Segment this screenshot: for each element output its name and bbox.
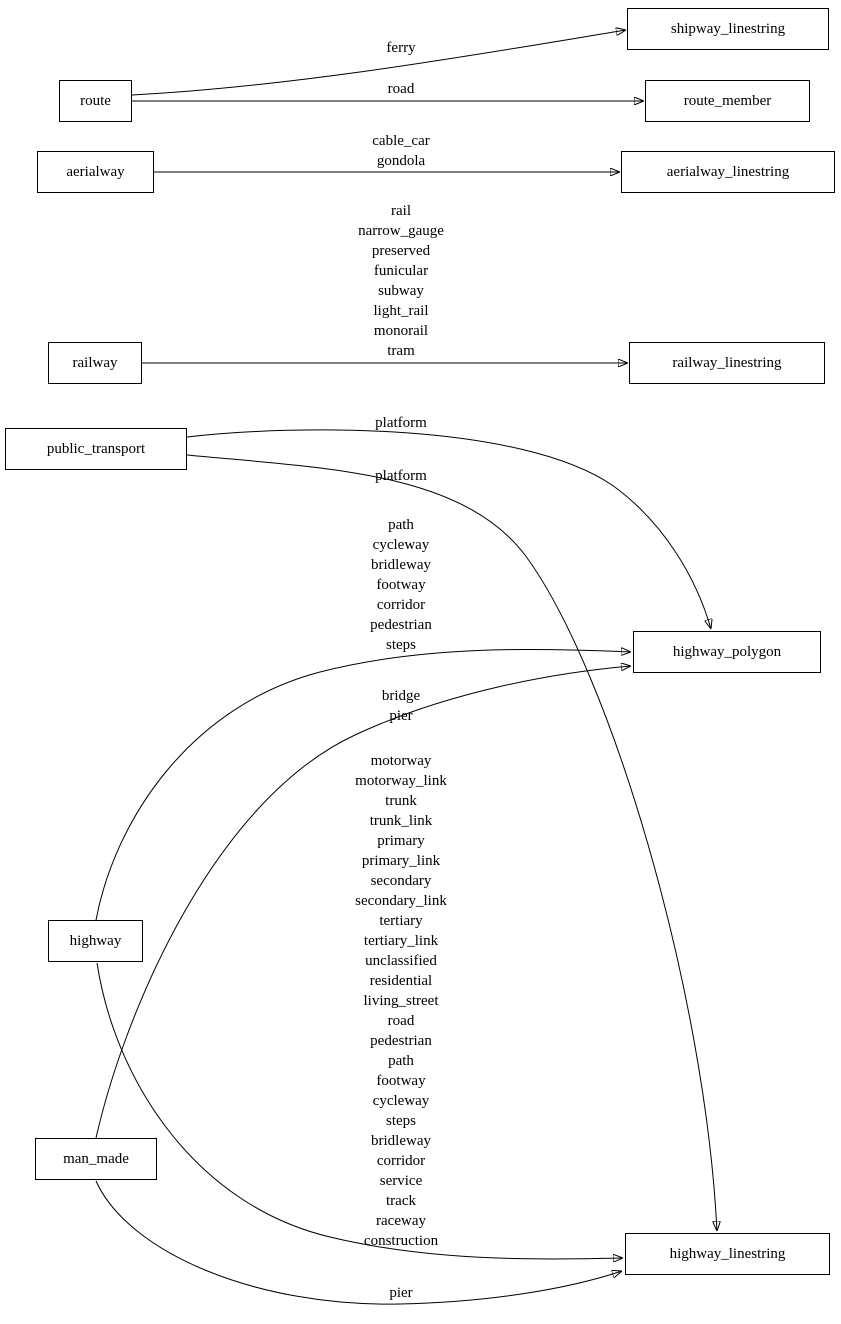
node-aerialway-linestring: aerialway_linestring [621,151,835,193]
node-highway-linestring: highway_linestring [625,1233,830,1275]
node-route: route [59,80,132,122]
node-railway: railway [48,342,142,384]
node-public-transport: public_transport [5,428,187,470]
edge-man-made-to-highway-polygon [95,666,631,1139]
edge-highway-to-highway-linestring [96,962,623,1259]
node-route-member: route_member [645,80,810,122]
edge-label-bridge-pier: bridge pier [381,688,421,724]
edge-label-railway-values: rail narrow_gauge preserved funicular su… [358,203,444,359]
edge-label-ferry: ferry [386,40,416,56]
edge-highway-to-highway-polygon [95,649,631,921]
node-shipway-linestring: shipway_linestring [627,8,829,50]
node-highway: highway [48,920,143,962]
node-aerialway: aerialway [37,151,154,193]
edge-label-cable-car-gondola: cable_car gondola [372,133,430,169]
edge-label-road: road [387,81,415,97]
edge-label-pier: pier [389,1285,413,1301]
edge-label-platform-polygon: platform [375,415,427,431]
node-railway-linestring: railway_linestring [629,342,825,384]
edge-label-highway-polygon-values: path cycleway bridleway footway corridor… [370,517,432,653]
edge-public-transport-to-highway-linestring [186,454,717,1231]
edge-man-made-to-highway-linestring [95,1180,622,1305]
node-man-made: man_made [35,1138,157,1180]
edge-label-platform-linestring: platform [375,468,427,484]
edge-public-transport-to-highway-polygon [186,429,711,629]
node-highway-polygon: highway_polygon [633,631,821,673]
edge-route-to-shipway-linestring [131,30,626,96]
edge-label-highway-linestring-values: motorway motorway_link trunk trunk_link … [355,753,447,1249]
